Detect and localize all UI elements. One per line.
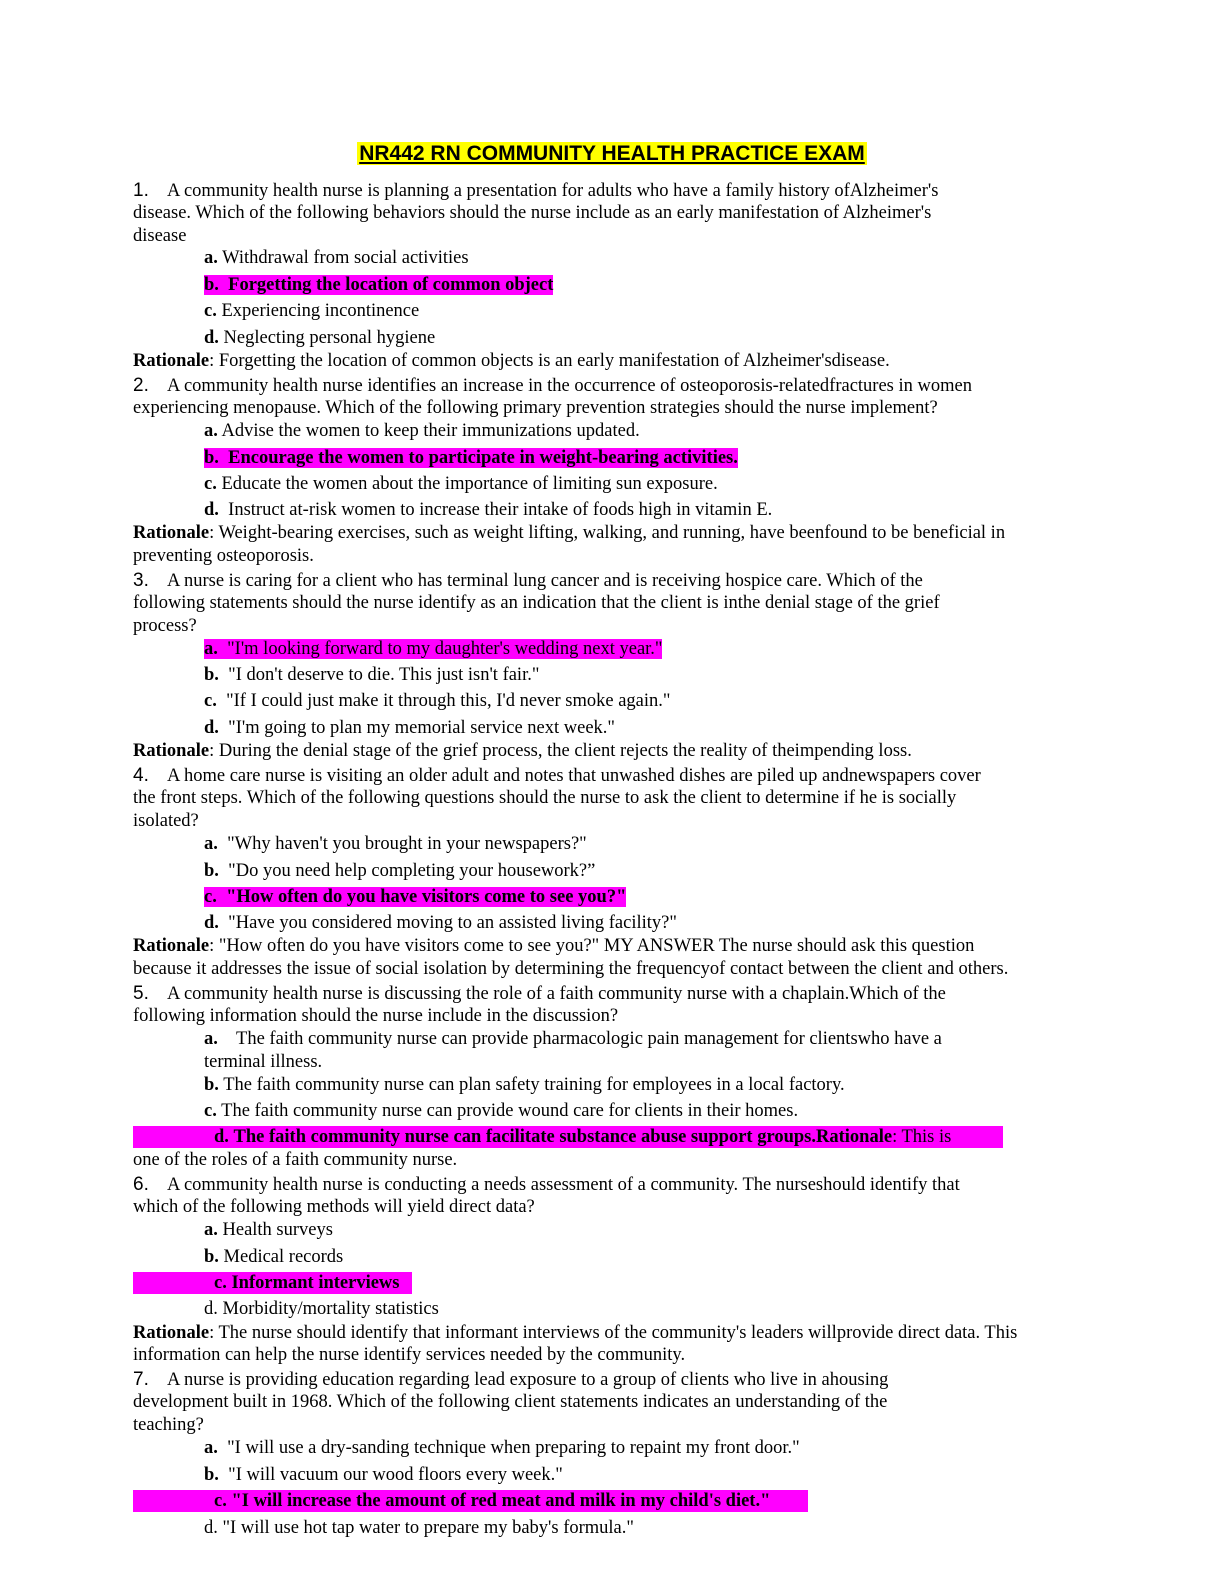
question-4-stem-line: isolated? <box>133 811 199 831</box>
question-6-rationale-line: information can help the nurse identify … <box>133 1345 686 1365</box>
question-7-stem-line: development built in 1968. Which of the … <box>133 1392 888 1412</box>
question-3-option-a-correct: a. "I'm looking forward to my daughter's… <box>204 639 663 659</box>
question-7-stem: 7.A nurse is providing education regardi… <box>133 1369 889 1390</box>
question-4-rationale: Rationale: "How often do you have visito… <box>133 936 975 956</box>
highlight-bar <box>133 1272 412 1294</box>
question-3-option-b: b. "I don't deserve to die. This just is… <box>204 665 540 685</box>
question-3-stem-line: process? <box>133 616 197 636</box>
question-3-rationale: Rationale: During the denial stage of th… <box>133 741 912 761</box>
question-2-stem: 2.A community health nurse identifies an… <box>133 375 972 396</box>
question-5-option-c: c. The faith community nurse can provide… <box>204 1101 799 1121</box>
question-6-option-b: b. Medical records <box>204 1247 344 1267</box>
question-7-option-a: a. "I will use a dry-sanding technique w… <box>204 1438 800 1458</box>
question-6-option-c-correct: c. Informant interviews <box>214 1273 400 1293</box>
question-2-option-d: d. Instruct at-risk women to increase th… <box>204 500 773 520</box>
question-6-option-d: d. Morbidity/mortality statistics <box>204 1299 439 1319</box>
question-1-stem-line: disease. Which of the following behavior… <box>133 203 932 223</box>
question-5-option-a-line: terminal illness. <box>204 1052 323 1072</box>
question-2-stem-line: experiencing menopause. Which of the fol… <box>133 398 938 418</box>
question-1-option-a: a. Withdrawal from social activities <box>204 248 469 268</box>
question-7-option-b: b. "I will vacuum our wood floors every … <box>204 1465 563 1485</box>
question-4-stem-line: the front steps. Which of the following … <box>133 788 957 808</box>
question-4-option-d: d. "Have you considered moving to an ass… <box>204 913 677 933</box>
question-1-option-c: c. Experiencing incontinence <box>204 301 420 321</box>
question-2-rationale: Rationale: Weight-bearing exercises, suc… <box>133 523 1006 543</box>
question-1-option-d: d. Neglecting personal hygiene <box>204 328 436 348</box>
question-6-rationale: Rationale: The nurse should identify tha… <box>133 1323 1018 1343</box>
question-4-option-a: a. "Why haven't you brought in your news… <box>204 834 587 854</box>
highlight-bar <box>133 1126 1003 1148</box>
question-2-option-b-correct: b. Encourage the women to participate in… <box>204 448 738 468</box>
question-4-rationale-line: because it addresses the issue of social… <box>133 959 1009 979</box>
question-3-stem-line: following statements should the nurse id… <box>133 593 940 613</box>
question-2-option-a: a. Advise the women to keep their immuni… <box>204 421 640 441</box>
question-4-option-b: b. "Do you need help completing your hou… <box>204 861 596 881</box>
question-5-option-b: b. The faith community nurse can plan sa… <box>204 1075 845 1095</box>
page-title: NR442 RN COMMUNITY HEALTH PRACTICE EXAM <box>357 142 867 165</box>
question-5-option-a: a. The faith community nurse can provide… <box>204 1029 942 1049</box>
question-5-stem-line: following information should the nurse i… <box>133 1006 619 1026</box>
question-7-option-d: d. "I will use hot tap water to prepare … <box>204 1518 634 1538</box>
question-1-rationale: Rationale: Forgetting the location of co… <box>133 351 890 371</box>
question-5-option-d-correct: d. The faith community nurse can facilit… <box>214 1127 952 1147</box>
question-5-rationale-line: one of the roles of a faith community nu… <box>133 1150 458 1170</box>
question-1-stem: 1.A community health nurse is planning a… <box>133 180 939 201</box>
question-7-stem-line: teaching? <box>133 1415 204 1435</box>
question-4-option-c-correct: c. "How often do you have visitors come … <box>204 887 627 907</box>
question-3-option-c: c. "If I could just make it through this… <box>204 691 671 711</box>
question-7-option-c-correct: c. "I will increase the amount of red me… <box>214 1491 771 1511</box>
question-4-stem: 4.A home care nurse is visiting an older… <box>133 765 981 786</box>
highlight-bar <box>133 1490 808 1512</box>
question-3-option-d: d. "I'm going to plan my memorial servic… <box>204 718 615 738</box>
question-2-option-c: c. Educate the women about the importanc… <box>204 474 718 494</box>
question-1-stem-line: disease <box>133 226 187 246</box>
question-1-option-b-correct: b. Forgetting the location of common obj… <box>204 275 554 295</box>
question-6-stem-line: which of the following methods will yiel… <box>133 1197 535 1217</box>
question-5-stem: 5.A community health nurse is discussing… <box>133 983 946 1004</box>
question-6-stem: 6.A community health nurse is conducting… <box>133 1174 960 1195</box>
question-3-stem: 3.A nurse is caring for a client who has… <box>133 570 923 591</box>
question-6-option-a: a. Health surveys <box>204 1220 333 1240</box>
question-2-rationale-line: preventing osteoporosis. <box>133 546 314 566</box>
